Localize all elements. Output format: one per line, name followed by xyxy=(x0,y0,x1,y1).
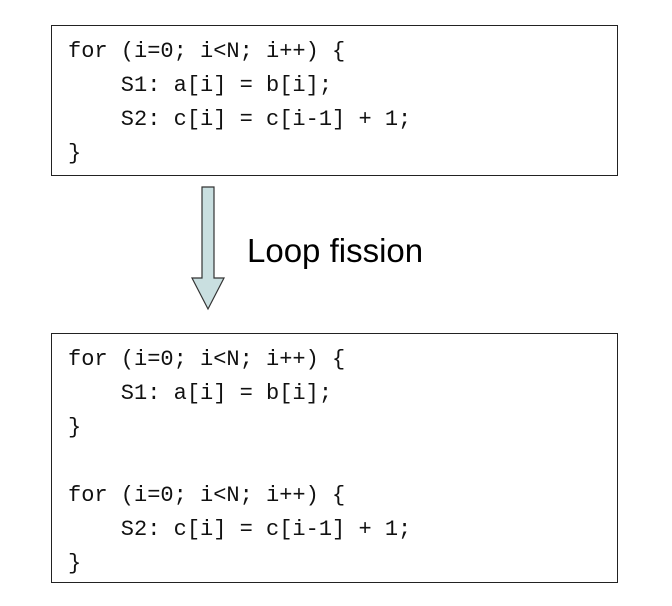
code-line: S2: c[i] = c[i-1] + 1; xyxy=(68,107,412,132)
code-line: for (i=0; i<N; i++) { xyxy=(68,347,346,372)
code-line: S1: a[i] = b[i]; xyxy=(68,73,333,98)
code-line: } xyxy=(68,415,82,440)
code-line: } xyxy=(68,551,82,576)
transformation-label: Loop fission xyxy=(247,232,424,269)
code-line xyxy=(68,445,617,479)
original-loop-code-box: for (i=0; i<N; i++) { S1: a[i] = b[i]; S… xyxy=(51,25,618,176)
code-line: S1: a[i] = b[i]; xyxy=(68,381,333,406)
code-line: S2: c[i] = c[i-1] + 1; xyxy=(68,517,412,542)
code-line: for (i=0; i<N; i++) { xyxy=(68,483,346,508)
code-line: for (i=0; i<N; i++) { xyxy=(68,39,346,64)
code-line: } xyxy=(68,141,82,166)
down-arrow-icon xyxy=(191,186,225,311)
down-arrow-shape xyxy=(191,186,225,311)
fissioned-loops-code-box: for (i=0; i<N; i++) { S1: a[i] = b[i]; }… xyxy=(51,333,618,583)
